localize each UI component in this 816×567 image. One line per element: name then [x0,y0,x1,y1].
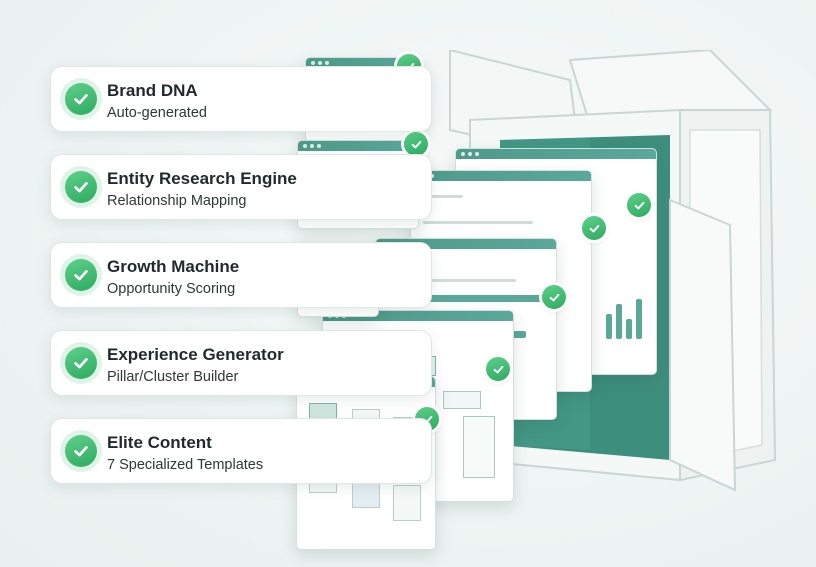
check-icon [627,193,651,217]
check-icon [486,357,510,381]
feature-subtitle: Opportunity Scoring [107,281,236,297]
check-icon [65,171,97,203]
check-icon [65,347,97,379]
feature-title: Brand DNA [107,81,198,100]
feature-card-growth-machine: Growth Machine Opportunity Scoring [50,242,432,308]
check-icon [542,285,566,309]
check-icon [65,83,97,115]
feature-title: Growth Machine [107,257,240,276]
feature-card-experience-generator: Experience Generator Pillar/Cluster Buil… [50,330,432,396]
feature-title: Entity Research Engine [107,169,297,188]
feature-subtitle: 7 Specialized Templates [107,457,264,473]
feature-card-entity-research: Entity Research Engine Relationship Mapp… [50,154,432,220]
check-icon [65,435,97,467]
feature-card-elite-content: Elite Content 7 Specialized Templates [50,418,432,484]
feature-subtitle: Relationship Mapping [107,193,247,209]
feature-card-brand-dna: Brand DNA Auto-generated [50,66,432,132]
feature-subtitle: Auto-generated [107,105,207,121]
check-icon [582,216,606,240]
feature-title: Experience Generator [107,345,284,364]
check-icon [65,259,97,291]
feature-subtitle: Pillar/Cluster Builder [107,369,239,385]
check-icon [404,132,428,156]
feature-title: Elite Content [107,433,212,452]
